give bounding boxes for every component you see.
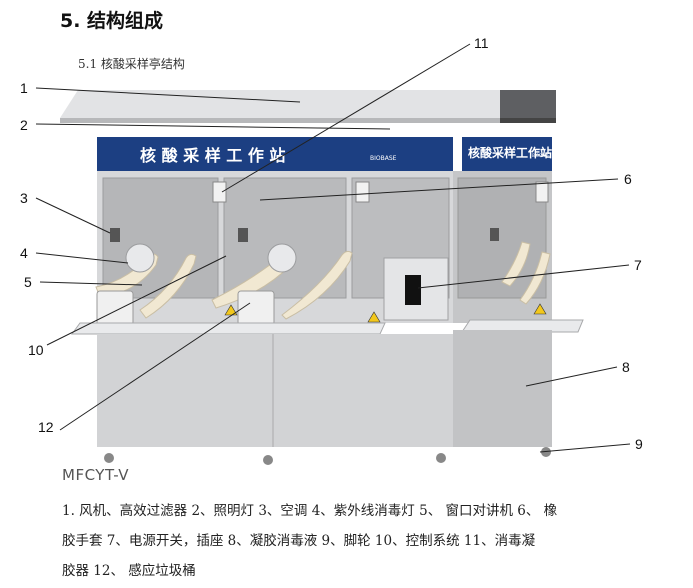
sign-main-text: 核 酸 采 样 工 作 站 (140, 146, 285, 165)
side-sign-brand: BIOBASE (532, 153, 550, 158)
roof (60, 90, 500, 118)
section-heading: 5. 结构组成 (60, 10, 164, 32)
caster-1 (104, 453, 114, 463)
booth-illustration: 核 酸 采 样 工 作 站 BIOBASE 核酸采样工作站 BIOBASE (20, 35, 643, 465)
ac-side (490, 228, 499, 241)
side-sign-text: 核酸采样工作站 (468, 145, 552, 160)
callout-12: 12 (38, 419, 54, 435)
callout-3: 3 (20, 190, 28, 206)
air-conditioner (110, 228, 120, 242)
callout-7: 7 (634, 257, 642, 273)
model-number: MFCYT-V (62, 466, 130, 484)
gel-dispenser (212, 181, 227, 203)
waste-bin-1 (96, 290, 134, 326)
glove-side-2 (519, 251, 551, 305)
cabinet-front (97, 334, 453, 447)
callout-5: 5 (24, 274, 32, 290)
callout-11: 11 (474, 35, 489, 51)
caster-2 (263, 455, 273, 465)
legend-line: 胶器 12、 感应垃圾桶 (62, 563, 196, 579)
power-socket (405, 275, 421, 305)
glove-side-1 (501, 241, 531, 287)
glove-4 (281, 250, 353, 320)
callout-2: 2 (20, 117, 28, 133)
callout-6: 6 (624, 171, 632, 187)
window-side (457, 177, 547, 299)
callout-1: 1 (20, 80, 28, 96)
parts-legend: 1. 风机、高效过滤器 2、照明灯 3、空调 4、紫外线消毒灯 5、 窗口对讲机… (62, 496, 662, 586)
glove-2 (139, 253, 197, 319)
section-subheading: 5.1 核酸采样亭结构 (78, 57, 185, 71)
callout-8: 8 (622, 359, 630, 375)
gel-dispenser-2 (355, 181, 370, 203)
front-sign (97, 137, 453, 171)
side-sign (462, 137, 552, 171)
gel-dispenser-side (535, 181, 549, 203)
sign-brand-text: BIOBASE (370, 155, 397, 162)
caster-4 (541, 447, 551, 457)
counter-side (461, 319, 584, 333)
callout-4: 4 (20, 245, 28, 261)
callout-10: 10 (28, 342, 44, 358)
cabinet-side (453, 330, 552, 447)
legend-line: 1. 风机、高效过滤器 2、照明灯 3、空调 4、紫外线消毒灯 5、 窗口对讲机… (62, 503, 558, 519)
air-conditioner-2 (238, 228, 248, 242)
counter-front (71, 322, 386, 335)
legend-line: 胶手套 7、电源开关，插座 8、凝胶消毒液 9、脚轮 10、控制系统 11、消毒… (62, 533, 536, 549)
caster-3 (436, 453, 446, 463)
callout-9: 9 (635, 436, 643, 452)
roof-side (500, 90, 556, 118)
